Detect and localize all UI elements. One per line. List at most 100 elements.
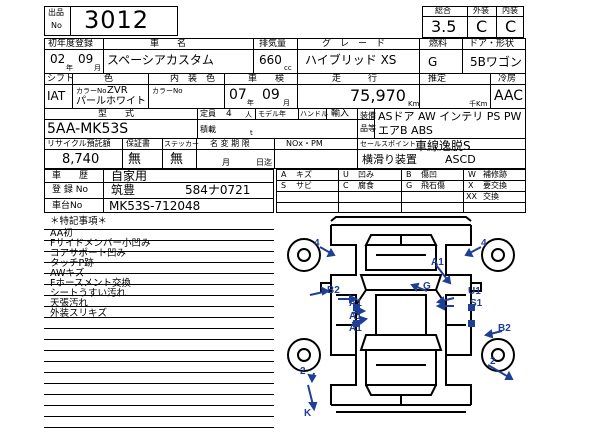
- warranty-value: 無: [128, 152, 142, 167]
- note-line: タッチP跡: [50, 258, 94, 269]
- color-no-label: カラーNo: [76, 87, 107, 95]
- reg-label: 初年度登録: [48, 39, 94, 49]
- grade-value: ハイブリッド XS: [305, 53, 397, 67]
- note-line: コアサポート凹み: [50, 248, 127, 259]
- reg-month: 09: [78, 52, 94, 66]
- inspect-label: 車 検: [248, 74, 285, 84]
- legend-text: 要交換: [483, 181, 507, 190]
- chassis-label: 車台No: [52, 201, 83, 211]
- note-line: 天張汚れ: [50, 298, 89, 309]
- capacity-value: 4: [226, 109, 232, 119]
- history-box: [44, 169, 274, 213]
- equip-line-2: エアB ABS: [378, 124, 433, 137]
- damage-mark: A1: [349, 323, 362, 334]
- disp-label: 排気量: [259, 39, 287, 49]
- model-year-label: モデル年: [258, 110, 286, 118]
- doors-label: ドア・形状: [469, 39, 515, 49]
- recycle-label: リサイクル預託額: [47, 139, 111, 148]
- fuel-value: G: [428, 55, 438, 69]
- car-outline: [330, 216, 472, 413]
- reg-month-unit: 月: [94, 64, 101, 72]
- note-line: 外装スリキズ: [50, 308, 108, 319]
- notes-title: ＊特記事項＊: [50, 216, 108, 227]
- car-damage-diagram: [287, 216, 515, 413]
- score-box: [422, 6, 524, 38]
- interior-label: 内装: [502, 6, 518, 15]
- damage-mark: B2: [327, 285, 340, 296]
- inspect-year-unit: 年: [247, 99, 254, 107]
- name-label: 車 名: [150, 39, 187, 49]
- inspect-month-unit: 月: [283, 99, 290, 107]
- lot-number: 3012: [84, 6, 150, 34]
- legend-text: サビ: [296, 181, 312, 190]
- legend-code: U: [343, 170, 349, 179]
- damage-mark: G: [423, 281, 431, 292]
- disp-unit: cc: [284, 64, 292, 72]
- sales-line-2b: ASCD: [445, 153, 476, 166]
- score-label: 総合: [435, 6, 451, 15]
- legend-text: キズ: [296, 170, 312, 179]
- legend-code: S: [281, 181, 287, 190]
- equip-label-2: 品等: [360, 124, 376, 133]
- handle-label: ハンドル: [300, 110, 328, 118]
- note-line: AA初: [50, 228, 73, 239]
- interior-grade: C: [505, 17, 517, 36]
- model-label: 型 式: [98, 109, 135, 119]
- inner-color-label: 内 装 色: [170, 74, 216, 84]
- legend-code: G: [406, 181, 413, 190]
- legend-code: C: [343, 181, 349, 190]
- legend-text: 傷凹: [421, 170, 437, 179]
- load-unit: t: [250, 129, 253, 137]
- exterior-label: 外装: [473, 6, 489, 15]
- divider: [70, 6, 71, 36]
- name-change-day: 日迄: [256, 158, 272, 167]
- name-change-month: 月: [222, 158, 230, 167]
- mileage-unit: Km: [408, 100, 420, 108]
- lot-box: [44, 6, 178, 36]
- reg-year: 02: [50, 52, 66, 66]
- info-table: [44, 38, 526, 169]
- lot-label-bottom: No: [51, 21, 62, 30]
- legend-text: 凹み: [358, 170, 374, 179]
- fuel-label: 燃料: [429, 39, 448, 49]
- color-no: ZVR: [107, 85, 128, 96]
- history-value: 自家用: [111, 169, 148, 183]
- sales-line-1: 車線逸脱S: [415, 139, 471, 153]
- history-label: 車 歴: [52, 171, 89, 181]
- damage-mark: S1: [470, 298, 483, 309]
- note-line: Fサイドメンバー小凹み: [50, 238, 151, 249]
- notes-section: ＊特記事項＊ AA初 Fサイドメンバー小凹み コアサポート凹み タッチP跡 AW…: [44, 215, 274, 430]
- ac-label: 冷房: [498, 74, 517, 84]
- color-name: パールホワイト: [76, 96, 146, 107]
- note-line: AWキズ: [50, 268, 85, 279]
- note-line: シートうすい汚れ: [50, 288, 127, 299]
- nox-label: NOx・PM: [286, 139, 323, 148]
- damage-mark: A1: [349, 298, 362, 309]
- capacity-label: 定員: [200, 109, 216, 118]
- legend-code: X: [468, 181, 474, 190]
- legend-text: 補修跡: [483, 170, 507, 179]
- legend-text: 交換: [483, 192, 499, 201]
- reg-no-area: 筑豊: [111, 183, 136, 197]
- mileage-value: 75,970: [350, 86, 406, 105]
- damage-arrows: [307, 246, 514, 412]
- diagram-labels: 4 4 A1 B2 A1 G U1 S1 A1 A1 B2 2 2 K: [276, 215, 526, 430]
- reg-no-label: 登 録 No: [52, 185, 88, 195]
- chassis-value: MK53S-712048: [109, 199, 201, 213]
- model-value: 5AA-MK53S: [47, 121, 129, 137]
- import-label: 輸入: [331, 109, 350, 119]
- damage-mark: 2: [300, 366, 306, 377]
- recycle-value: 8,740: [62, 152, 100, 167]
- legend-code: W: [468, 170, 476, 179]
- legend-code: XX: [466, 192, 477, 201]
- equip-line-1: ASドア AW インテリ PS PW: [378, 110, 522, 123]
- car-name: スペーシアカスタム: [107, 53, 214, 67]
- damage-mark: A1: [349, 311, 362, 322]
- estimate-label: 推定: [428, 74, 447, 84]
- damage-mark: 4: [481, 238, 487, 249]
- lot-label-top: 出品: [48, 8, 64, 17]
- reg-year-unit: 年: [66, 64, 73, 72]
- inspect-month: 09: [262, 87, 280, 103]
- load-label: 積載: [200, 125, 216, 134]
- legend-code: B: [406, 170, 412, 179]
